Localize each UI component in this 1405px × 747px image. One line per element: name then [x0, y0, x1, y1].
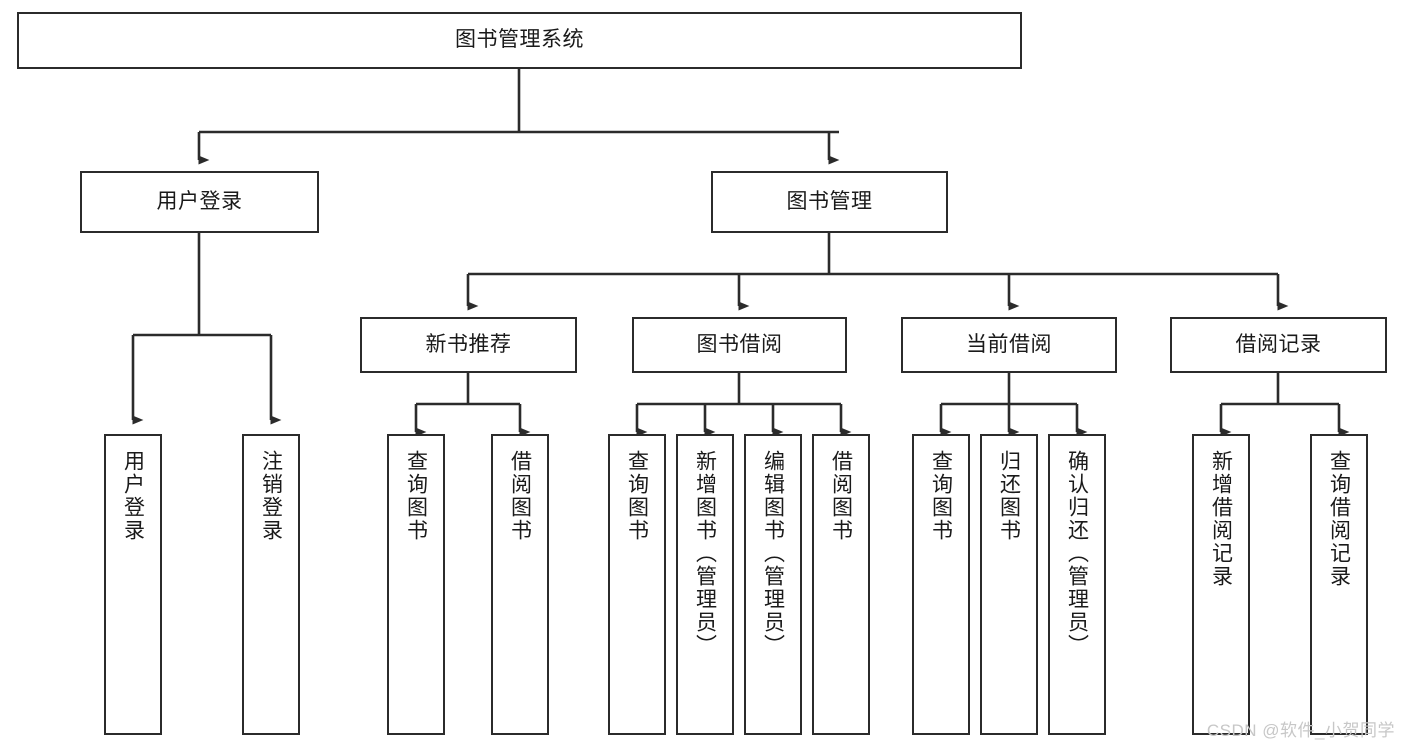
node-user-login-label: 用户登录 [156, 189, 243, 213]
node-leaf-borrow-book-1-label: 借阅图书 [508, 450, 532, 542]
node-new-book-recommend-label: 新书推荐 [425, 332, 512, 356]
node-book-management-label: 图书管理 [786, 189, 873, 213]
node-new-book-recommend[interactable]: 新书推荐 [360, 317, 577, 373]
node-leaf-query-book-3-label: 查询图书 [929, 450, 953, 542]
node-leaf-edit-book-admin[interactable]: 编辑图书（管理员） [744, 434, 802, 735]
node-leaf-query-borrow-record-label: 查询借阅记录 [1327, 450, 1351, 588]
node-root-label: 图书管理系统 [455, 28, 584, 52]
node-leaf-query-borrow-record[interactable]: 查询借阅记录 [1310, 434, 1368, 735]
node-current-borrow[interactable]: 当前借阅 [901, 317, 1117, 373]
node-book-management[interactable]: 图书管理 [711, 171, 948, 233]
node-leaf-logout[interactable]: 注销登录 [242, 434, 300, 735]
node-borrow-record[interactable]: 借阅记录 [1170, 317, 1387, 373]
node-leaf-add-borrow-record[interactable]: 新增借阅记录 [1192, 434, 1250, 735]
node-leaf-user-login-label: 用户登录 [121, 450, 145, 542]
node-leaf-user-login[interactable]: 用户登录 [104, 434, 162, 735]
node-borrow-record-label: 借阅记录 [1235, 332, 1322, 356]
node-root[interactable]: 图书管理系统 [17, 12, 1022, 69]
node-leaf-confirm-return-admin-label: 确认归还（管理员） [1065, 450, 1089, 657]
node-leaf-query-book-2[interactable]: 查询图书 [608, 434, 666, 735]
node-leaf-confirm-return-admin[interactable]: 确认归还（管理员） [1048, 434, 1106, 735]
node-user-login[interactable]: 用户登录 [80, 171, 319, 233]
node-leaf-borrow-book-2[interactable]: 借阅图书 [812, 434, 870, 735]
watermark-text: CSDN @软件_小贺同学 [1206, 721, 1395, 740]
node-leaf-return-book[interactable]: 归还图书 [980, 434, 1038, 735]
node-leaf-query-book-2-label: 查询图书 [625, 450, 649, 542]
node-leaf-logout-label: 注销登录 [259, 450, 283, 542]
node-leaf-query-book-3[interactable]: 查询图书 [912, 434, 970, 735]
node-leaf-edit-book-admin-label: 编辑图书（管理员） [761, 450, 785, 657]
node-book-borrow-label: 图书借阅 [696, 332, 783, 356]
node-current-borrow-label: 当前借阅 [966, 332, 1052, 356]
node-leaf-query-book-1-label: 查询图书 [404, 450, 428, 542]
node-leaf-add-borrow-record-label: 新增借阅记录 [1209, 450, 1233, 588]
node-leaf-add-book-admin-label: 新增图书（管理员） [693, 450, 717, 657]
node-leaf-borrow-book-2-label: 借阅图书 [829, 450, 853, 542]
node-leaf-return-book-label: 归还图书 [997, 450, 1021, 542]
node-leaf-add-book-admin[interactable]: 新增图书（管理员） [676, 434, 734, 735]
node-leaf-borrow-book-1[interactable]: 借阅图书 [491, 434, 549, 735]
node-book-borrow[interactable]: 图书借阅 [632, 317, 847, 373]
node-leaf-query-book-1[interactable]: 查询图书 [387, 434, 445, 735]
